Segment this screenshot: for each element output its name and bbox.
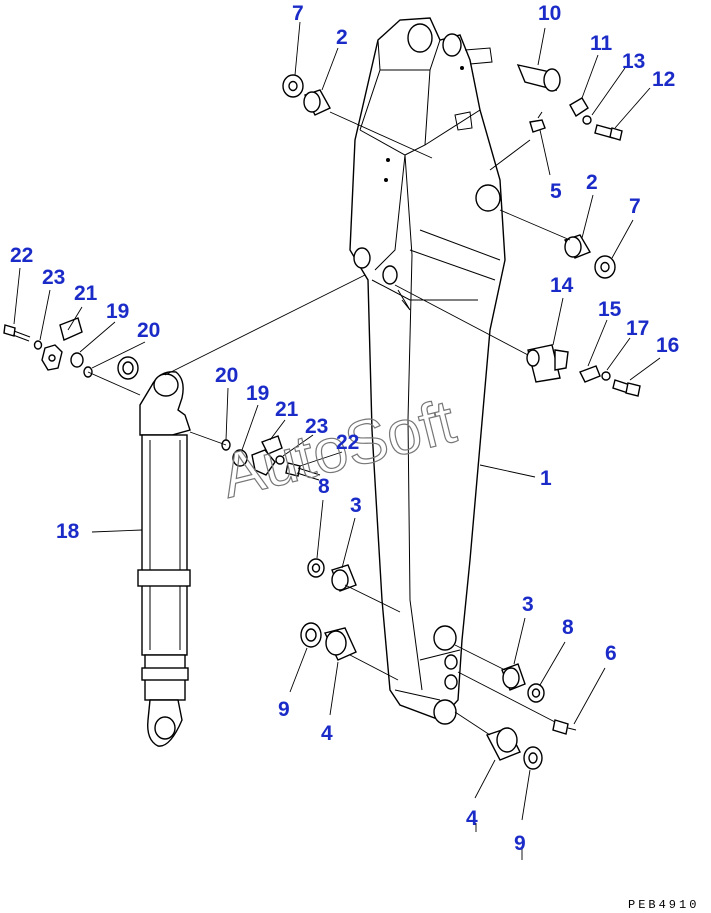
label-23: 23 — [42, 266, 65, 289]
label-1: 1 — [540, 467, 552, 490]
label-21: 21 — [275, 398, 299, 421]
hydraulic-cylinder — [137, 371, 191, 747]
collar-9a — [300, 622, 322, 648]
label-6: 6 — [605, 642, 617, 665]
arm-body — [349, 17, 506, 725]
label-9: 9 — [514, 832, 526, 855]
label-19: 19 — [246, 382, 269, 405]
washer-17 — [601, 371, 611, 381]
label-3: 3 — [350, 494, 362, 517]
bushing-4b — [486, 727, 521, 761]
pin-10 — [516, 64, 561, 92]
bushing-4a — [323, 627, 357, 661]
label-17: 17 — [626, 317, 649, 340]
label-18: 18 — [56, 520, 80, 543]
bolt-12 — [594, 124, 623, 141]
label-2: 2 — [586, 171, 598, 194]
collar-9b — [523, 746, 543, 770]
label-16: 16 — [656, 334, 679, 357]
bushing-2b — [563, 234, 592, 259]
plate-21b — [251, 435, 283, 476]
bushing-3a — [331, 564, 357, 592]
label-7: 7 — [629, 195, 641, 218]
label-23: 23 — [305, 415, 328, 438]
leader-lines — [13, 21, 661, 860]
label-5: 5 — [550, 180, 562, 203]
plate-21a — [41, 317, 83, 371]
label-20: 20 — [137, 319, 160, 342]
washer-23a — [33, 340, 43, 350]
plate-11 — [569, 97, 589, 118]
grease-fitting-6 — [552, 719, 577, 735]
label-2: 2 — [336, 26, 348, 49]
label-9: 9 — [278, 698, 290, 721]
washer-19a — [70, 352, 84, 368]
washer-23b — [275, 455, 285, 465]
washer-7a — [282, 74, 304, 98]
label-8: 8 — [562, 616, 574, 639]
label-13: 13 — [622, 50, 645, 73]
bolt-16 — [612, 379, 641, 397]
label-15: 15 — [598, 298, 622, 321]
washer-13 — [582, 115, 592, 125]
washer-7b — [594, 255, 616, 279]
grease-fitting-5 — [529, 111, 546, 133]
bushing-2a — [303, 89, 331, 116]
washer-8b — [527, 683, 545, 703]
label-21: 21 — [74, 282, 98, 305]
collar-20a — [117, 356, 139, 380]
pin-14 — [526, 344, 569, 383]
washer-8a — [307, 558, 325, 578]
label-19: 19 — [106, 300, 129, 323]
label-3: 3 — [522, 593, 534, 616]
label-22: 22 — [10, 244, 33, 267]
label-14: 14 — [550, 274, 574, 297]
bolt-22b — [285, 462, 321, 481]
label-12: 12 — [652, 68, 675, 91]
label-22: 22 — [336, 431, 359, 454]
label-4: 4 — [466, 807, 478, 830]
label-11: 11 — [590, 32, 613, 55]
washer-19b — [232, 449, 248, 467]
label-4: 4 — [321, 722, 333, 745]
label-20: 20 — [215, 364, 238, 387]
label-10: 10 — [538, 2, 561, 25]
plate-15 — [579, 365, 601, 383]
part-labels: 7 2 10 11 13 12 5 2 7 22 23 21 19 20 14 … — [10, 2, 679, 855]
drawing-code: PEB4910 — [628, 898, 699, 912]
label-8: 8 — [318, 475, 330, 498]
bushing-3b — [501, 663, 526, 691]
bolt-22a — [3, 324, 31, 342]
label-7: 7 — [292, 2, 304, 25]
